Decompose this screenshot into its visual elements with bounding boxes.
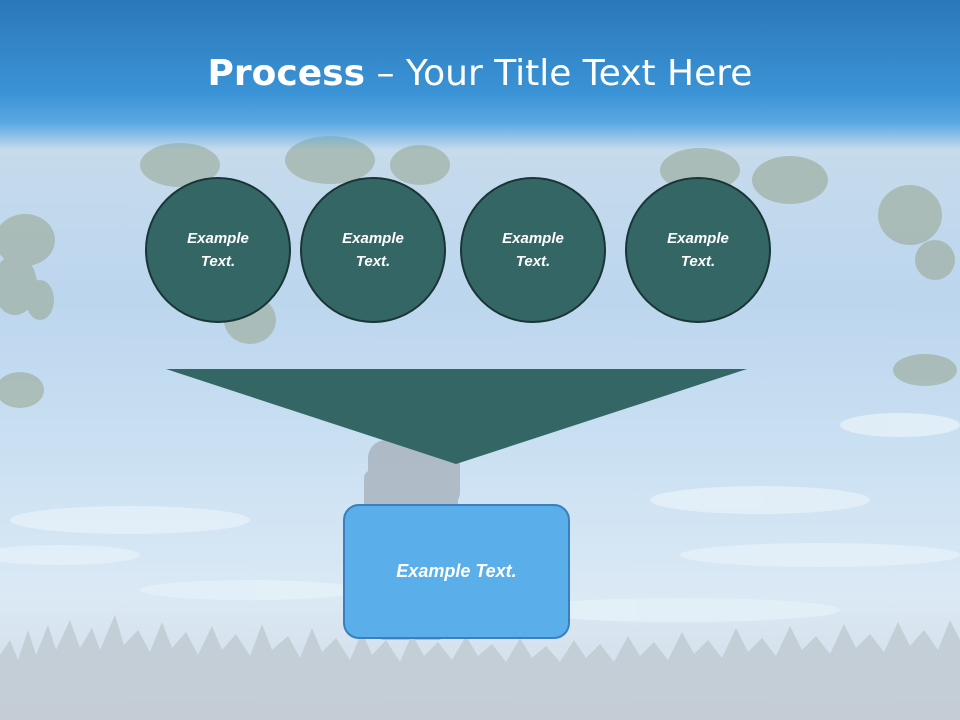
process-step-label: Example Text.: [667, 230, 729, 270]
result-label: Example Text.: [396, 561, 517, 581]
process-step-label: Example Text.: [342, 230, 404, 270]
funnel-triangle: [166, 369, 747, 464]
process-step-label: Example Text.: [502, 230, 564, 270]
title-band: [0, 0, 960, 150]
slide-title-bold: Process: [207, 53, 366, 94]
cloud-shapes: [0, 413, 960, 622]
slide-title: Process – Your Title Text Here: [0, 52, 960, 96]
grass-silhouette: [0, 615, 960, 720]
process-step-circle-2[interactable]: Example Text.: [300, 177, 446, 323]
process-step-circle-4[interactable]: Example Text.: [625, 177, 771, 323]
process-step-circle-3[interactable]: Example Text.: [460, 177, 606, 323]
process-step-label: Example Text.: [187, 230, 249, 270]
slide-title-rest: – Your Title Text Here: [365, 53, 753, 94]
result-box[interactable]: Example Text.: [343, 504, 570, 639]
process-step-circle-1[interactable]: Example Text.: [145, 177, 291, 323]
